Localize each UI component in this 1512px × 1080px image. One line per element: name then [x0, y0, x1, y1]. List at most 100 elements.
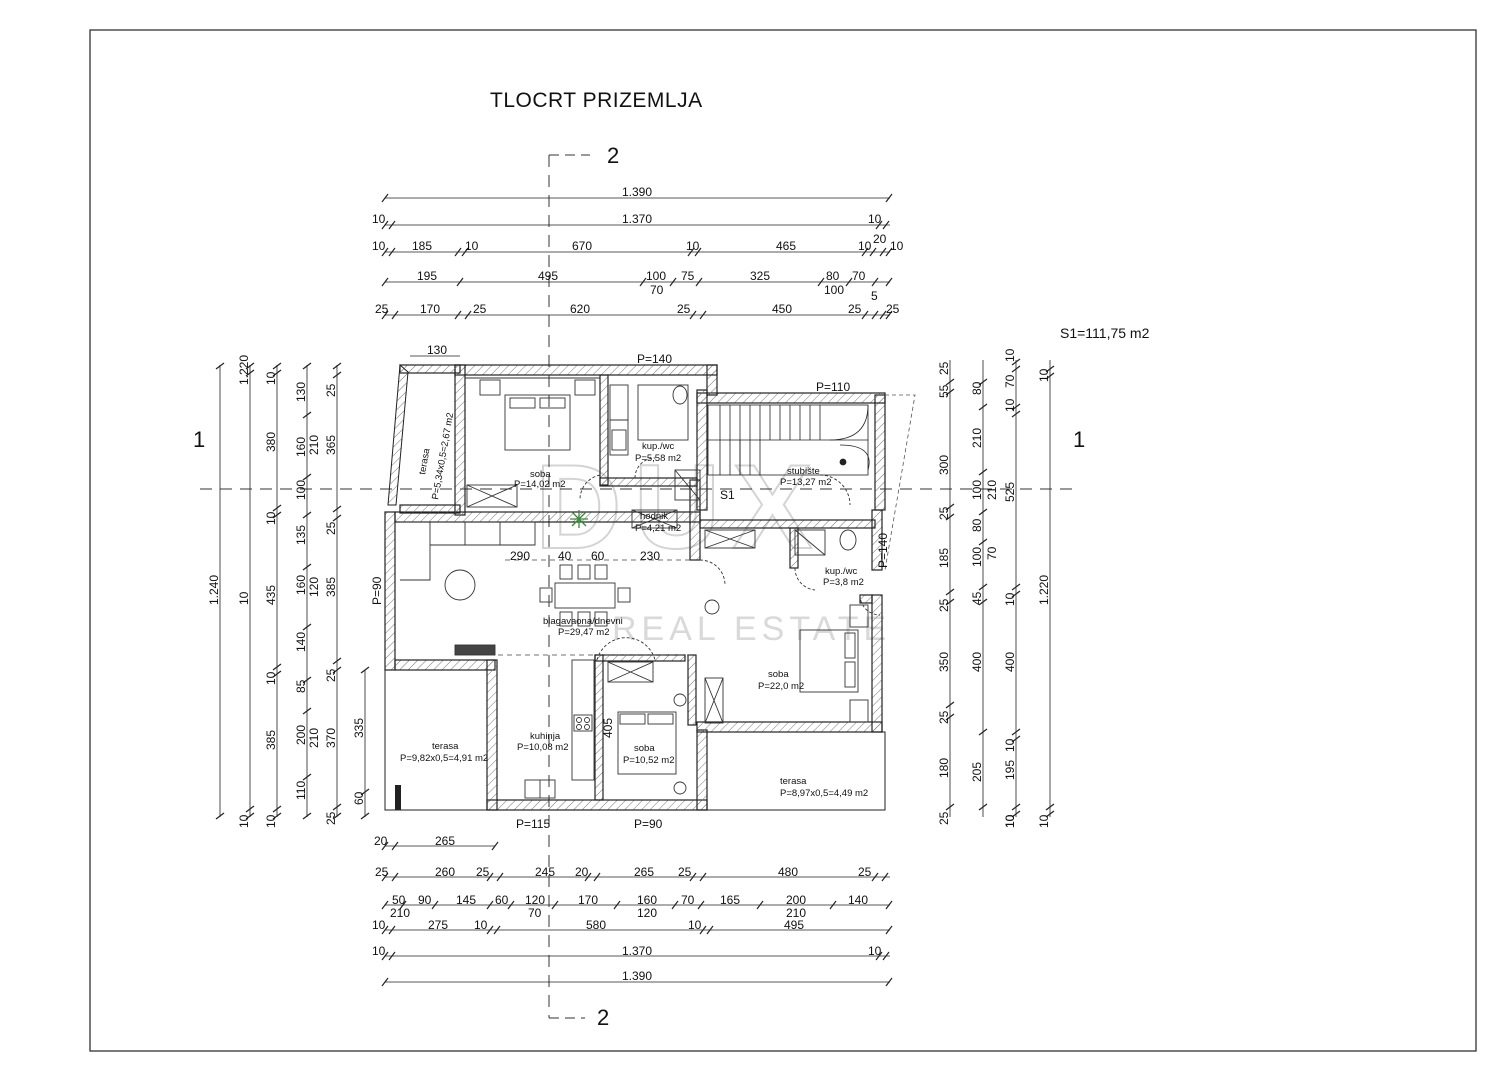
dim-text: 80 [970, 518, 984, 532]
dim-text: 90 [418, 893, 432, 907]
dim-text: 25 [937, 506, 951, 520]
room-area-stubiste: P=13,27 m2 [780, 477, 832, 488]
dim-text: 25 [937, 710, 951, 724]
opening-width: P=90 [634, 817, 663, 831]
dim-text: 10 [372, 918, 386, 932]
plant-icon [570, 510, 588, 528]
dim-text: 70 [852, 269, 866, 283]
drawing-title: TLOCRT PRIZEMLJA [490, 89, 703, 112]
left-dimension-texts: 1.240 10 1.220 10 10 380 10 435 10 385 1… [207, 355, 366, 828]
room-name-soba-e: soba [768, 669, 789, 680]
dim-text: 210 [985, 480, 999, 500]
opening-width: P=140 [876, 533, 890, 568]
dim-text: 25 [375, 302, 389, 316]
room-name-kupaonica-n: kup./wc [642, 441, 674, 452]
dim-text: 10 [465, 239, 479, 253]
dim-text: 200 [294, 725, 308, 745]
right-dimension-lines [945, 358, 1055, 818]
total-area-label: S1=111,75 m2 [1060, 325, 1150, 341]
dim-text: 50 [392, 893, 406, 907]
dim-text: 10 [1003, 398, 1017, 412]
dim-text: 205 [970, 762, 984, 782]
right-dimension-texts: 25 300 25 185 25 350 25 180 25 55 210 10… [937, 348, 1051, 828]
section-lines [200, 155, 1080, 1018]
room-name-kupaonica-e: kup./wc [825, 566, 857, 577]
dim-text: 300 [937, 455, 951, 475]
dim-text: 385 [264, 730, 278, 750]
dim-text: 10 [372, 212, 386, 226]
section-mark-right: 1 [1073, 427, 1085, 452]
dim-text: 165 [720, 893, 740, 907]
dim-text: 5 [871, 289, 878, 303]
dim-text: 25 [937, 361, 951, 375]
dim-text: 60 [495, 893, 509, 907]
dim-text: 85 [294, 679, 308, 693]
furniture [400, 377, 881, 799]
opening-width: P=90 [370, 576, 384, 605]
room-area-hodnik: P=4,21 m2 [635, 523, 681, 534]
dim-text: 10 [1037, 814, 1051, 828]
dim-text: 160 [637, 893, 657, 907]
dim-text: 350 [937, 652, 951, 672]
bottom-dimension-lines [381, 841, 893, 987]
sheet-border [89, 29, 1477, 1052]
dim-text: 100 [646, 269, 666, 283]
dim-text: 400 [1003, 652, 1017, 672]
dim-text: 70 [650, 283, 664, 297]
dim-text: 120 [307, 577, 321, 597]
dim-text: 10 [868, 212, 882, 226]
dim-text: 60 [352, 791, 366, 805]
dim-text: 100 [970, 480, 984, 500]
dim-text: 25 [473, 302, 487, 316]
dim-text: 525 [1003, 482, 1017, 502]
dim-text: 10 [237, 591, 251, 605]
stair-label: S1 [720, 488, 735, 502]
dim-text: 10 [686, 239, 700, 253]
dim-text: 135 [294, 525, 308, 545]
dim-text: 25 [886, 302, 900, 316]
dim-text: 180 [937, 758, 951, 778]
dim-text: 1.220 [1037, 575, 1051, 605]
watermark-sub: REAL ESTATE [612, 610, 891, 648]
dim-text: 10 [237, 814, 251, 828]
room-name-kuhinja: kuhinja [530, 731, 561, 742]
interior-dim: 230 [640, 549, 660, 563]
dim-text: 80 [826, 269, 840, 283]
dim-text: 10 [890, 239, 904, 253]
dim-text: 1.370 [622, 944, 652, 958]
dim-text: 10 [372, 944, 386, 958]
dim-text: 25 [375, 865, 389, 879]
dim-text: 265 [435, 834, 455, 848]
dim-text: 450 [772, 302, 792, 316]
dim-text: 20 [575, 865, 589, 879]
dim-text: 70 [1003, 374, 1017, 388]
dim-text: 25 [476, 865, 490, 879]
dim-text: 200 [786, 893, 806, 907]
interior-dim: 40 [558, 549, 572, 563]
dim-text: 25 [937, 598, 951, 612]
room-area-soba-e: P=22,0 m2 [758, 681, 804, 692]
dim-text: 170 [420, 302, 440, 316]
dim-text: 120 [637, 906, 657, 920]
dim-text: 210 [786, 906, 806, 920]
dim-text: 130 [294, 382, 308, 402]
dim-text: 210 [307, 728, 321, 748]
dim-text: 210 [307, 435, 321, 455]
room-name-stubiste: stubište [787, 466, 820, 477]
dim-text: 245 [535, 865, 555, 879]
dim-text: 10 [1003, 814, 1017, 828]
dim-text: 1.370 [622, 212, 652, 226]
dim-text: 25 [937, 811, 951, 825]
dim-text: 10 [1003, 348, 1017, 362]
dim-text: 25 [324, 811, 338, 825]
dim-text: 120 [525, 893, 545, 907]
dim-text: 25 [848, 302, 862, 316]
dim-text: 10 [264, 371, 278, 385]
dim-text: 100 [970, 547, 984, 567]
dim-text: 100 [294, 480, 308, 500]
dim-text: 10 [264, 671, 278, 685]
dim-text: 20 [374, 834, 388, 848]
dim-text: 25 [858, 865, 872, 879]
dim-text: 265 [634, 865, 654, 879]
dim-text: 25 [324, 521, 338, 535]
